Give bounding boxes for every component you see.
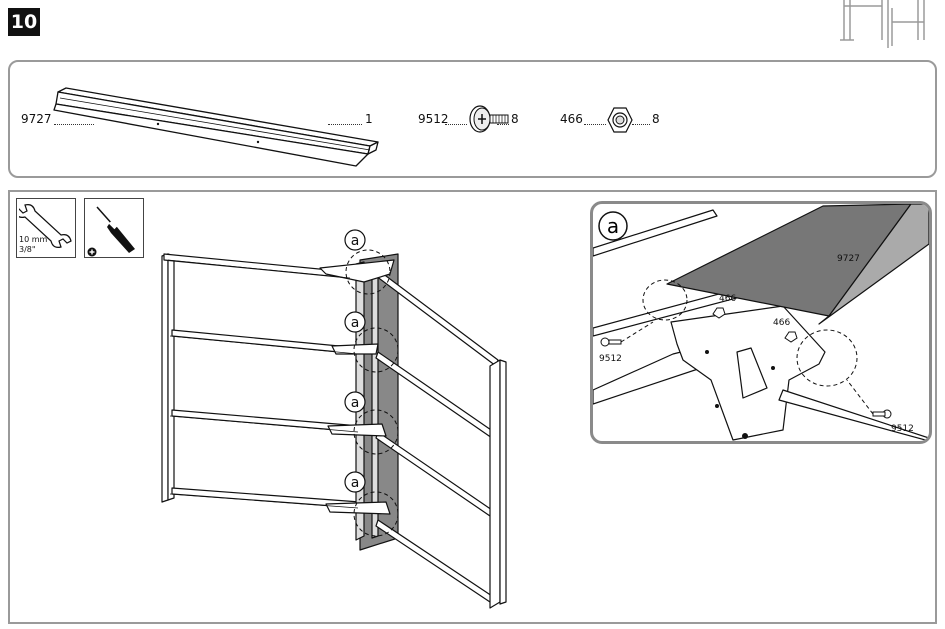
phillips-plus-icon <box>87 247 97 257</box>
part-code-9512: 9512 <box>418 112 449 126</box>
detail-label-466-a: 466 <box>719 294 737 304</box>
detail-label-9727: 9727 <box>837 254 860 264</box>
bolt-9512-part-image <box>469 105 509 133</box>
detail-drawing: a <box>593 204 929 441</box>
step-number: 10 <box>8 8 40 36</box>
screwdriver-tool-box <box>84 198 144 258</box>
part-code-466: 466 <box>560 112 583 126</box>
wrench-tool-box: 10 mm 3/8" <box>16 198 76 258</box>
dotted-leader <box>328 124 362 125</box>
callout-a-2: a <box>351 315 360 331</box>
wrench-size-metric: 10 mm <box>19 235 48 244</box>
overview-thumbnail <box>840 0 925 48</box>
callout-a-1: a <box>351 233 360 249</box>
callout-a-4: a <box>351 475 360 491</box>
detail-label-9512-a: 9512 <box>599 354 622 364</box>
wall-assembly-drawing: a a a a <box>161 229 507 609</box>
assembly-panel <box>8 190 937 624</box>
dotted-leader <box>632 124 650 125</box>
wrench-size-imperial: 3/8" <box>19 245 36 254</box>
wrench-icon <box>19 204 72 248</box>
part-code-9727: 9727 <box>21 112 52 126</box>
nut-466-part-image <box>607 107 633 133</box>
detail-view: a 9727 466 466 9512 9512 <box>590 201 932 444</box>
callout-a-3: a <box>351 395 360 411</box>
part-qty-9727: 1 <box>365 112 373 126</box>
dotted-leader <box>445 124 467 125</box>
dotted-leader <box>54 124 94 125</box>
detail-label-9512-b: 9512 <box>891 424 914 434</box>
detail-letter: a <box>607 214 619 238</box>
part-qty-9512: 8 <box>511 112 519 126</box>
screwdriver-icon <box>96 206 135 253</box>
roof-channel-9727-part-image <box>53 87 379 167</box>
detail-label-466-b: 466 <box>773 318 791 328</box>
part-qty-466: 8 <box>652 112 660 126</box>
parts-panel <box>8 60 937 178</box>
dotted-leader <box>584 124 606 125</box>
dotted-leader <box>497 124 509 125</box>
